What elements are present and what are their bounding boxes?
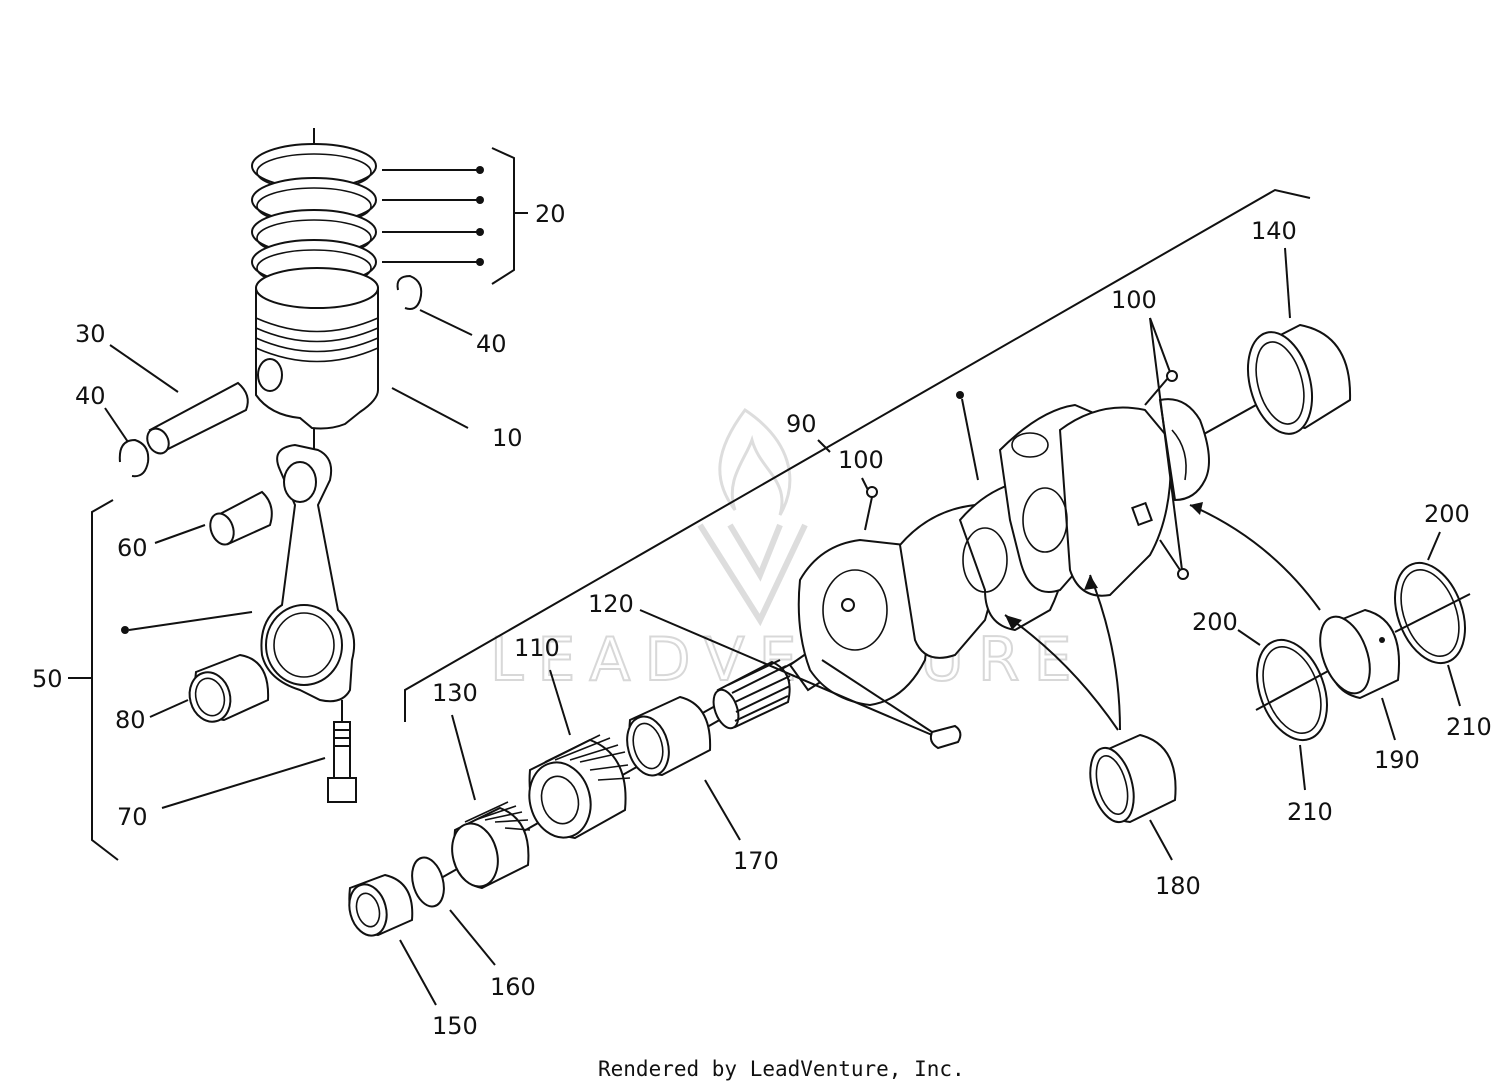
rear-main-bearing <box>1247 323 1352 435</box>
crank-gear-small <box>451 801 531 890</box>
rod-bolt <box>327 700 357 803</box>
callout-140: 140 <box>1251 217 1297 245</box>
callout-200-left: 200 <box>1192 608 1238 636</box>
callout-170: 170 <box>733 847 779 875</box>
oil-plug-icon <box>866 486 878 498</box>
callout-200-right: 200 <box>1424 500 1470 528</box>
callout-40-left: 40 <box>75 382 106 410</box>
callout-50: 50 <box>32 665 63 693</box>
watermark-v-icon <box>697 523 808 627</box>
callout-210-right: 210 <box>1446 713 1492 741</box>
footer-credit: Rendered by LeadVenture, Inc. <box>598 1057 965 1081</box>
callout-90: 90 <box>786 410 817 438</box>
callout-130: 130 <box>432 679 478 707</box>
callout-30: 30 <box>75 320 106 348</box>
thrust-washer-right <box>1394 561 1471 665</box>
piston-assembly <box>118 128 528 478</box>
callout-40-right: 40 <box>476 330 507 358</box>
ring-leaders <box>382 147 528 285</box>
callout-160: 160 <box>490 973 536 1001</box>
oil-plug-icon <box>1177 568 1189 580</box>
callout-70: 70 <box>117 803 148 831</box>
front-main-bearing <box>626 695 712 777</box>
thrust-washer-left <box>1255 638 1331 742</box>
callout-10: 10 <box>492 424 523 452</box>
piston <box>255 267 379 430</box>
callout-120: 120 <box>588 590 634 618</box>
big-end-bearing <box>188 653 270 723</box>
snap-ring-left <box>118 438 150 478</box>
callout-100-rear: 100 <box>1111 286 1157 314</box>
callout-150: 150 <box>432 1012 478 1040</box>
connecting-rod-assembly <box>68 443 357 861</box>
center-main-bearing <box>1089 733 1177 824</box>
callout-80: 80 <box>115 706 146 734</box>
piston-rings <box>251 143 377 287</box>
callout-110: 110 <box>514 634 560 662</box>
callout-190: 190 <box>1374 746 1420 774</box>
callout-180: 180 <box>1155 872 1201 900</box>
collar <box>348 873 414 937</box>
piston-pin <box>146 381 249 455</box>
crankshaft <box>404 188 1311 722</box>
rear-parts <box>1004 323 1471 824</box>
callout-210-left: 210 <box>1287 798 1333 826</box>
crank-gear-large <box>528 734 631 840</box>
snap-ring-right <box>396 274 423 310</box>
callout-100-front: 100 <box>838 446 884 474</box>
o-ring <box>411 856 445 908</box>
callout-60: 60 <box>117 534 148 562</box>
watermark-flame-icon <box>718 407 792 516</box>
thrust-bearing <box>1319 608 1400 700</box>
leader-lines <box>104 247 1461 1006</box>
callout-20: 20 <box>535 200 566 228</box>
small-end-bushing <box>209 490 273 546</box>
spline-sleeve <box>712 659 791 730</box>
oil-plug-icon <box>1166 370 1178 382</box>
front-stack <box>348 609 962 937</box>
woodruff-key <box>929 724 962 750</box>
callout-labels: 10 20 30 40 40 50 60 70 80 90 100 100 11… <box>32 200 1492 1040</box>
